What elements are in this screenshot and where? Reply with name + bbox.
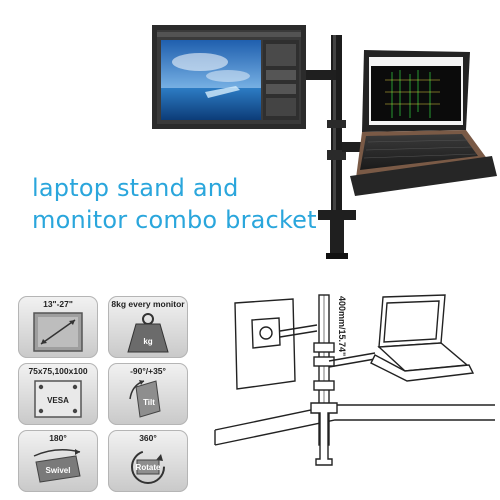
spec-label: 8kg every monitor <box>111 299 185 309</box>
rotate-text: Rotate <box>136 463 161 472</box>
diagram-monitor <box>234 298 296 390</box>
pole-height-text: 400mm/15.74" <box>337 296 347 357</box>
swivel-text: Swivel <box>46 466 71 475</box>
spec-label: 13"-27" <box>43 299 73 309</box>
pole-height-label: 400mm/15.74" <box>336 296 350 406</box>
rotate-icon: Rotate <box>131 450 165 484</box>
monitor <box>152 25 306 129</box>
headline-line-1: laptop stand and <box>32 174 239 202</box>
kg-weight-icon: kg <box>127 313 169 353</box>
spec-label: 360° <box>139 433 157 443</box>
spec-rotate: 360° Rotate <box>108 430 188 492</box>
laptop <box>350 50 497 196</box>
swivel-icon: Swivel <box>33 449 81 483</box>
desk-clamp <box>318 210 356 256</box>
diagram-clamp <box>310 402 338 466</box>
vesa-plate-icon: VESA <box>34 380 82 418</box>
product-photo <box>152 25 497 259</box>
mount-diagram <box>214 294 495 466</box>
desk <box>214 404 495 446</box>
spec-tilt: -90°/+35° Tilt <box>108 363 188 425</box>
spec-label: -90°/+35° <box>130 366 166 376</box>
tilt-text: Tilt <box>143 398 155 407</box>
screen-size-icon <box>33 312 83 352</box>
spec-label: 180° <box>49 433 67 443</box>
spec-screen-size: 13"-27" <box>18 296 98 358</box>
spec-swivel: 180° Swivel <box>18 430 98 492</box>
tilt-icon: Tilt <box>129 380 161 418</box>
spec-label: 75x75,100x100 <box>28 366 88 376</box>
headline: laptop stand and monitor combo bracket <box>32 172 317 236</box>
spec-weight: 8kg every monitor kg <box>108 296 188 358</box>
pole <box>331 35 342 257</box>
headline-line-2: monitor combo bracket <box>32 206 317 234</box>
kg-text: kg <box>143 337 152 346</box>
vesa-text: VESA <box>47 396 69 405</box>
spec-vesa: 75x75,100x100 VESA <box>18 363 98 425</box>
